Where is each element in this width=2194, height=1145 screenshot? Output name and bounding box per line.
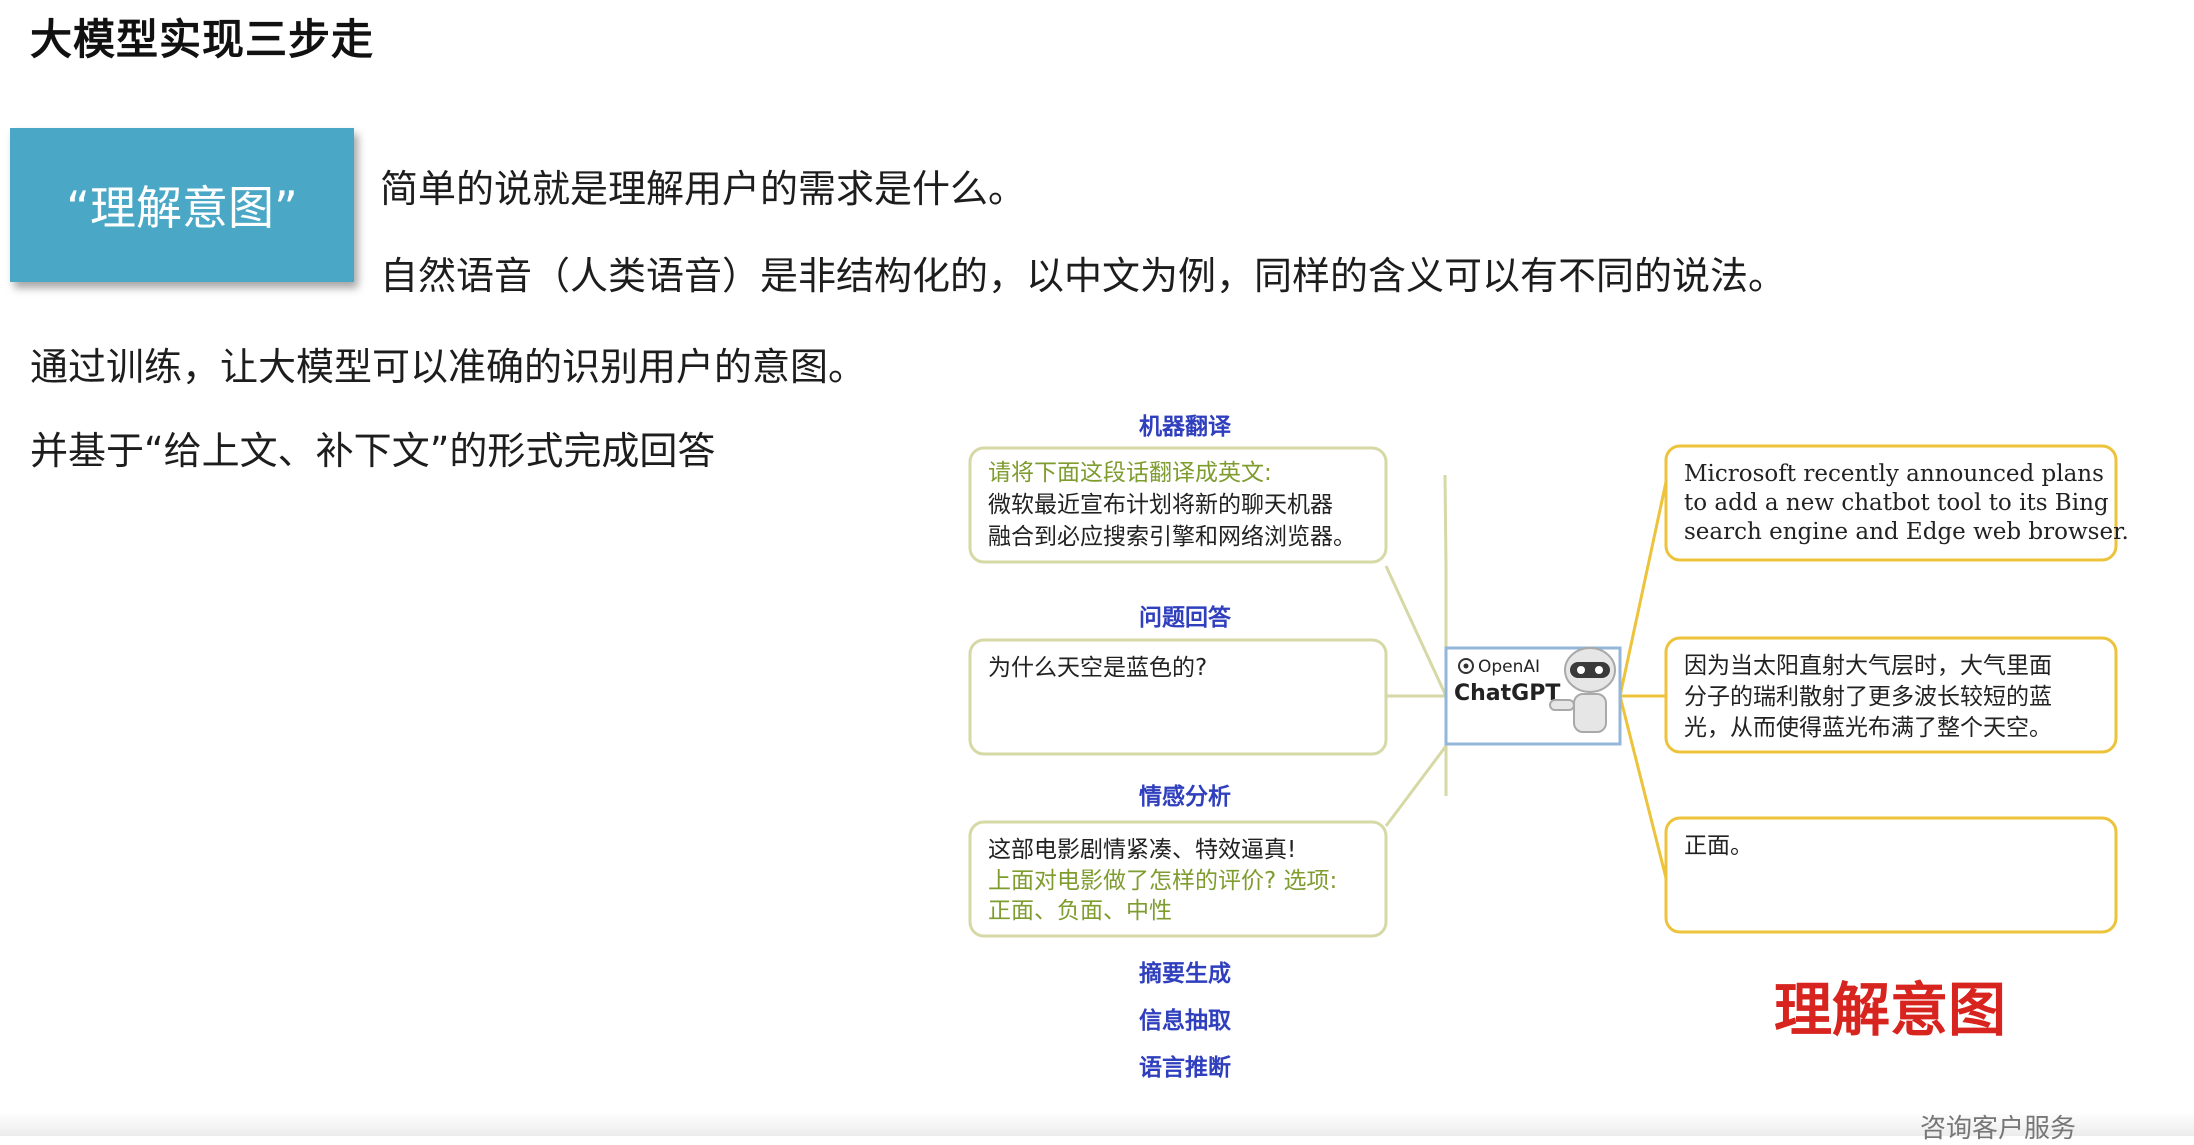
category-language-inference: 语言推断 — [1139, 1054, 1231, 1081]
sentiment-prompt-line-1: 上面对电影做了怎样的评价? 选项: — [988, 868, 1337, 894]
chatgpt-center-box: OpenAI ChatGPT — [1446, 648, 1620, 744]
understanding-intent-badge: “理解意图” — [10, 128, 354, 282]
left-box-translation: 请将下面这段话翻译成英文: 微软最近宣布计划将新的聊天机器 融合到必应搜索引擎和… — [970, 448, 1386, 562]
sentiment-prompt-line-2: 正面、负面、中性 — [988, 898, 1172, 924]
slide-title: 大模型实现三步走 — [30, 6, 374, 67]
left-box-question: 为什么天空是蓝色的? — [970, 640, 1386, 754]
question-text: 为什么天空是蓝色的? — [988, 655, 1207, 681]
right-box-answer: 因为当太阳直射大气层时，大气里面 分子的瑞利散射了更多波长较短的蓝 光，从而使得… — [1666, 638, 2116, 752]
left-box-sentiment: 这部电影剧情紧凑、特效逼真! 上面对电影做了怎样的评价? 选项: 正面、负面、中… — [970, 822, 1386, 936]
right-box-sentiment-result: 正面。 — [1666, 818, 2116, 932]
text-line-1: 简单的说就是理解用户的需求是什么。 — [380, 158, 1026, 213]
translation-source-line-2: 融合到必应搜索引擎和网络浏览器。 — [988, 524, 1356, 550]
chatgpt-diagram: 机器翻译 问题回答 情感分析 摘要生成 信息抽取 语言推断 …… 请将下面这段话… — [960, 400, 2132, 1136]
right-box-translation-output: Microsoft recently announced plans to ad… — [1666, 446, 2129, 560]
category-sentiment-analysis: 情感分析 — [1139, 783, 1231, 810]
translation-prompt: 请将下面这段话翻译成英文: — [988, 460, 1272, 486]
translation-output-line-1: Microsoft recently announced plans — [1684, 461, 2104, 487]
sentiment-result: 正面。 — [1684, 833, 1753, 859]
category-machine-translation: 机器翻译 — [1139, 414, 1232, 440]
translation-output-line-3: search engine and Edge web browser. — [1684, 519, 2129, 545]
openai-label: OpenAI — [1478, 657, 1540, 677]
sentiment-review: 这部电影剧情紧凑、特效逼真! — [988, 837, 1296, 863]
translation-output-line-2: to add a new chatbot tool to its Bing — [1684, 490, 2109, 516]
answer-line-2: 分子的瑞利散射了更多波长较短的蓝 — [1684, 684, 2052, 710]
bottom-strip — [0, 1112, 2194, 1136]
understanding-intent-caption: 理解意图 — [1774, 976, 2006, 1044]
answer-line-3: 光，从而使得蓝光布满了整个天空。 — [1684, 715, 2052, 741]
text-line-4: 并基于“给上文、补下文”的形式完成回答 — [30, 420, 715, 475]
category-information-extraction: 信息抽取 — [1139, 1007, 1231, 1034]
category-question-answering: 问题回答 — [1139, 604, 1232, 631]
footer-partial-text: 咨询客户服务 — [1920, 1108, 2076, 1145]
answer-line-1: 因为当太阳直射大气层时，大气里面 — [1684, 653, 2052, 679]
chatgpt-label: ChatGPT — [1454, 681, 1560, 706]
text-line-3: 通过训练，让大模型可以准确的识别用户的意图。 — [30, 336, 866, 391]
translation-source-line-1: 微软最近宣布计划将新的聊天机器 — [988, 492, 1333, 518]
text-line-2: 自然语音（人类语音）是非结构化的，以中文为例，同样的含义可以有不同的说法。 — [380, 245, 1786, 300]
category-summarization: 摘要生成 — [1139, 960, 1231, 987]
